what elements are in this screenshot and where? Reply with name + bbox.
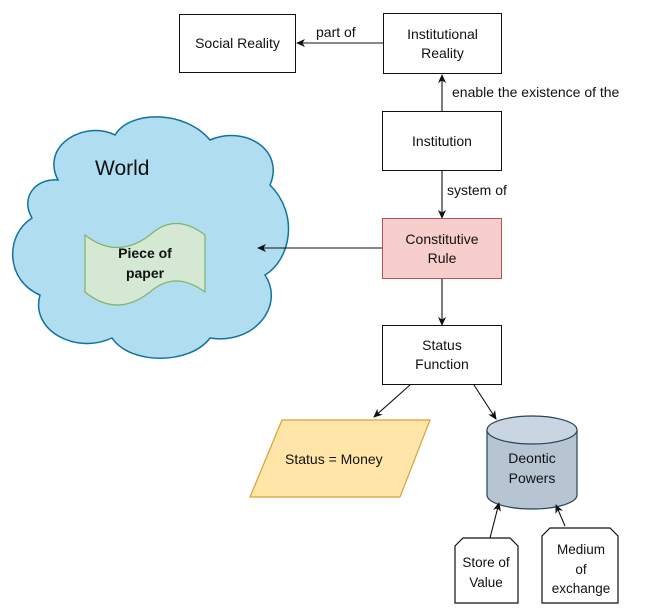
node-institutional-reality: Institutional Reality	[383, 13, 502, 74]
node-status-function: Status Function	[382, 325, 502, 385]
node-constitutive-rule: Constitutive Rule	[382, 218, 502, 279]
deontic-powers-label: Deontic Powers	[508, 450, 556, 487]
medium-of-exchange-doc	[541, 527, 619, 604]
edge-label-part-of: part of	[314, 24, 358, 40]
edge-status-function-to-money	[373, 384, 411, 418]
medium-of-exchange-label: Medium of exchange	[551, 542, 611, 597]
store-of-value-label: Store of Value	[462, 555, 510, 590]
status-money-label: Status = Money	[285, 451, 383, 467]
node-social-reality-label: Social Reality	[195, 35, 280, 52]
node-constitutive-rule-label: Constitutive Rule	[405, 230, 479, 266]
node-social-reality: Social Reality	[179, 14, 296, 73]
node-status-function-label: Status Function	[415, 337, 469, 372]
store-of-value-doc	[454, 537, 519, 604]
edge-medium-to-deontic	[555, 504, 566, 527]
status-money-shape	[249, 419, 431, 498]
edge-status-function-to-deontic	[473, 384, 497, 420]
deontic-powers-cylinder	[486, 430, 578, 510]
node-institution: Institution	[382, 111, 502, 171]
world-title: World	[95, 157, 150, 180]
edge-label-enable-existence: enable the existence of the	[452, 84, 620, 100]
piece-of-paper-shape	[84, 223, 206, 306]
piece-of-paper-label: Piece of paper	[118, 245, 172, 282]
node-institution-label: Institution	[412, 132, 472, 149]
edge-store-to-deontic	[489, 502, 501, 539]
edge-label-system-of: system of	[447, 182, 507, 198]
node-institutional-reality-label: Institutional Reality	[407, 25, 478, 61]
